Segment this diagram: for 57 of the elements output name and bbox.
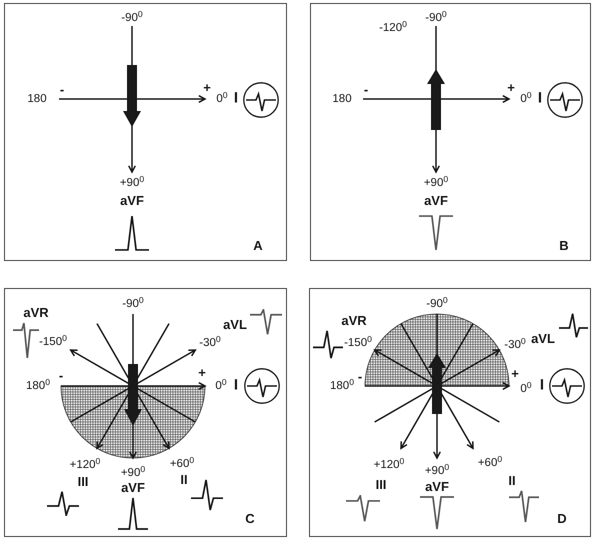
lead-name: aVR (341, 312, 367, 330)
angle-label: +90$^{0}$ (120, 466, 146, 480)
angle-label: -90$^{0}$ (426, 296, 448, 312)
angle-label: +120$^{0}$ (70, 458, 100, 472)
polarity-sign: + (203, 80, 211, 96)
angle-label: 180$^{0}$ (26, 378, 50, 394)
lead-name: aVF (121, 480, 145, 496)
lead-name: III (78, 474, 88, 490)
angle-label: -90$^{0}$ (425, 10, 447, 26)
angle-label: -150$^{0}$ (344, 336, 372, 350)
lead-name: I (234, 376, 238, 396)
lead-name: aVL (223, 316, 247, 334)
angle-label: +90$^{0}$ (424, 464, 450, 478)
lead-name: aVL (531, 330, 555, 348)
angle-label: +120$^{0}$ (374, 458, 404, 472)
lead-name: I (538, 90, 542, 108)
lead-name: III (376, 476, 386, 494)
angle-label: -90$^{0}$ (121, 10, 143, 26)
angle-label: -90$^{0}$ (122, 296, 144, 312)
lead-name: aVR (23, 304, 49, 322)
panel (4, 3, 287, 261)
panel-letter: D (557, 510, 567, 528)
lead-name: aVF (425, 478, 449, 496)
panel-letter: A (253, 238, 263, 254)
polarity-sign: + (511, 366, 519, 382)
angle-label: +60$^{0}$ (478, 456, 502, 470)
polarity-sign: - (364, 82, 368, 98)
angle-label: 180$^{0}$ (330, 378, 354, 394)
angle-label: 0$^{0}$ (520, 382, 532, 396)
angle-label: +60$^{0}$ (170, 456, 194, 472)
panel (309, 288, 591, 537)
lead-name: II (508, 472, 516, 490)
panel-letter: C (245, 510, 255, 528)
lead-name: II (180, 472, 188, 488)
panel-letter: B (559, 238, 569, 254)
lead-name: aVF (120, 192, 144, 210)
angle-label: 0$^{0}$ (520, 92, 532, 106)
panel (310, 3, 591, 261)
angle-label: 180 (27, 92, 47, 106)
angle-label: 0$^{0}$ (216, 92, 228, 106)
angle-label: -150$^{0}$ (39, 334, 67, 350)
angle-label: 0$^{0}$ (215, 378, 227, 394)
angle-label: +90$^{0}$ (120, 176, 144, 190)
angle-label: -30$^{0}$ (199, 336, 221, 350)
angle-label: 180 (332, 92, 352, 106)
polarity-sign: - (60, 82, 64, 98)
angle-label: +90$^{0}$ (424, 176, 448, 190)
lead-name: I (234, 90, 238, 108)
polarity-sign: + (507, 80, 515, 96)
lead-name: I (540, 376, 544, 396)
polarity-sign: + (198, 364, 206, 382)
lead-name: aVF (424, 192, 448, 210)
polarity-sign: - (58, 368, 64, 384)
angle-label: -120$^{0}$ (379, 20, 407, 36)
polarity-sign: - (358, 368, 362, 386)
angle-label: -30$^{0}$ (504, 338, 526, 352)
panel (4, 288, 287, 537)
